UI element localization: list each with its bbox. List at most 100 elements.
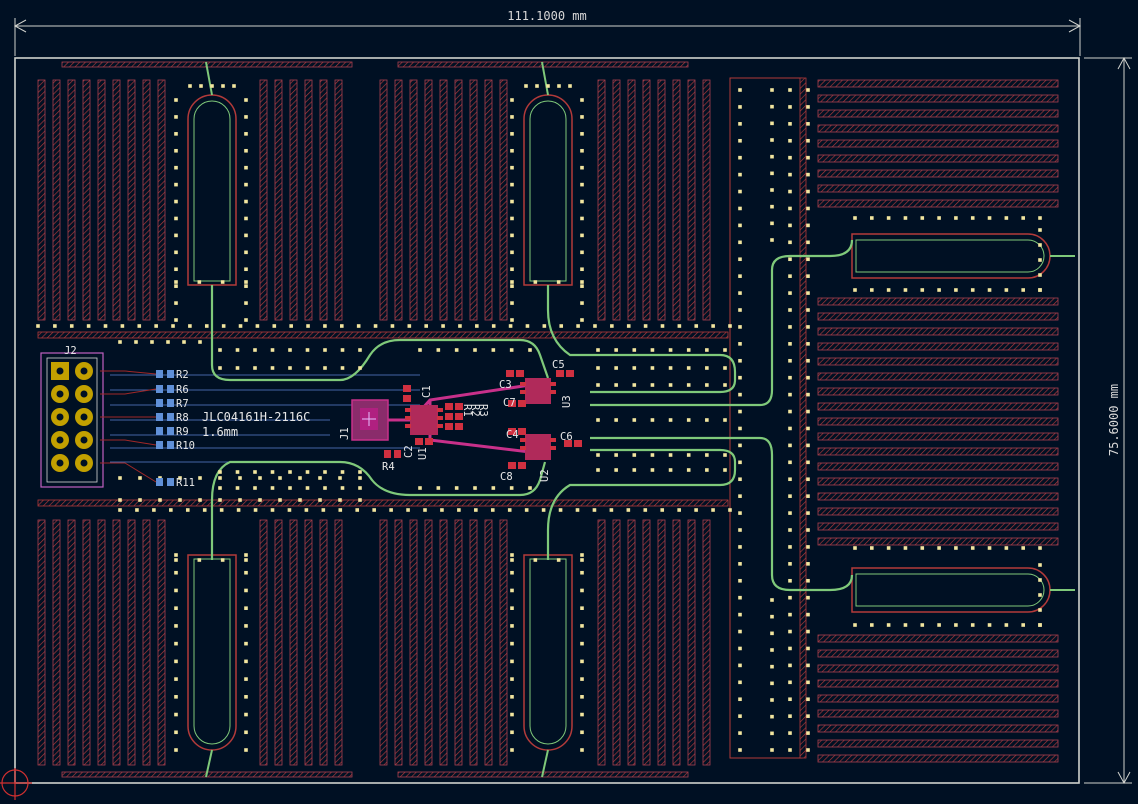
via xyxy=(178,476,182,480)
loop-inner xyxy=(193,100,231,282)
connector-j2[interactable] xyxy=(40,352,104,488)
stripe xyxy=(142,79,151,321)
via xyxy=(103,324,108,328)
via xyxy=(580,199,584,204)
via xyxy=(244,132,248,136)
rf-trace[interactable] xyxy=(590,239,854,407)
via xyxy=(576,324,580,328)
via xyxy=(806,494,810,498)
smd-pad xyxy=(415,438,423,445)
via xyxy=(705,348,709,352)
board-outline[interactable] xyxy=(14,57,1080,784)
via xyxy=(806,138,810,143)
via xyxy=(244,677,248,681)
stripe xyxy=(394,79,403,321)
rf-trace[interactable] xyxy=(210,285,550,382)
via xyxy=(407,324,412,328)
via xyxy=(580,98,584,102)
via xyxy=(632,418,637,422)
via xyxy=(711,324,715,328)
stripe xyxy=(817,649,1059,658)
via xyxy=(188,84,192,88)
connector-j2-ref: J2 xyxy=(64,345,77,357)
via xyxy=(174,318,178,322)
via xyxy=(614,468,618,472)
stripe xyxy=(817,477,1059,486)
stripe xyxy=(259,79,268,321)
via xyxy=(580,250,584,255)
via xyxy=(510,748,514,752)
via xyxy=(306,324,310,328)
via xyxy=(738,291,742,295)
stripe xyxy=(817,169,1059,178)
resistor-ref: R2 xyxy=(176,369,189,381)
sma-connector-j1[interactable] xyxy=(351,399,389,441)
via xyxy=(174,677,178,681)
via xyxy=(788,646,792,651)
via xyxy=(218,348,222,352)
via xyxy=(886,216,891,220)
via xyxy=(788,88,792,92)
ref-r4: R4 xyxy=(382,461,395,473)
via xyxy=(510,659,514,664)
via xyxy=(542,324,547,328)
via xyxy=(510,606,514,610)
via xyxy=(970,546,975,550)
via xyxy=(338,498,342,502)
via xyxy=(853,216,857,220)
sma-connector-j1-ref: J1 xyxy=(339,427,351,440)
via xyxy=(288,348,292,352)
order-code-silk: JLC04161H-2116C xyxy=(202,410,310,424)
via xyxy=(580,115,584,119)
stripe xyxy=(627,519,636,766)
via xyxy=(668,348,673,352)
via xyxy=(738,325,742,329)
via xyxy=(580,606,584,610)
rf-trace[interactable] xyxy=(210,460,547,560)
via xyxy=(596,366,600,370)
loop-resonator xyxy=(523,94,573,286)
rf-trace[interactable] xyxy=(590,436,854,592)
via xyxy=(580,165,584,170)
via xyxy=(650,348,655,352)
via xyxy=(580,553,584,557)
via xyxy=(372,508,376,512)
smd-pad xyxy=(403,385,411,392)
stripe xyxy=(817,124,1059,133)
rf-traces[interactable] xyxy=(210,239,854,592)
smd-pad xyxy=(556,370,564,377)
stripe xyxy=(817,327,1059,336)
via xyxy=(318,498,322,502)
via xyxy=(1038,608,1042,612)
via xyxy=(686,418,691,422)
via xyxy=(806,595,810,600)
via xyxy=(244,267,248,272)
rf-trace[interactable] xyxy=(546,285,737,394)
via xyxy=(650,418,655,422)
via xyxy=(870,288,874,292)
rf-trace[interactable] xyxy=(546,448,737,560)
via xyxy=(920,546,925,550)
copper-zones xyxy=(61,61,1075,778)
resistor-pad xyxy=(156,385,163,393)
smd-pad xyxy=(405,408,411,412)
stripe xyxy=(687,79,696,321)
stripe xyxy=(817,739,1059,748)
via xyxy=(323,348,327,352)
stripe xyxy=(484,519,493,766)
rf-components[interactable] xyxy=(384,370,582,469)
via xyxy=(510,624,514,628)
via xyxy=(244,695,248,699)
via xyxy=(510,712,514,717)
via xyxy=(510,182,514,187)
via xyxy=(1038,273,1042,277)
via xyxy=(596,468,600,472)
via xyxy=(218,366,222,370)
via xyxy=(258,498,262,502)
via xyxy=(723,383,727,387)
ref-c2: C2 xyxy=(403,445,415,458)
via xyxy=(686,348,691,352)
via xyxy=(198,476,202,480)
